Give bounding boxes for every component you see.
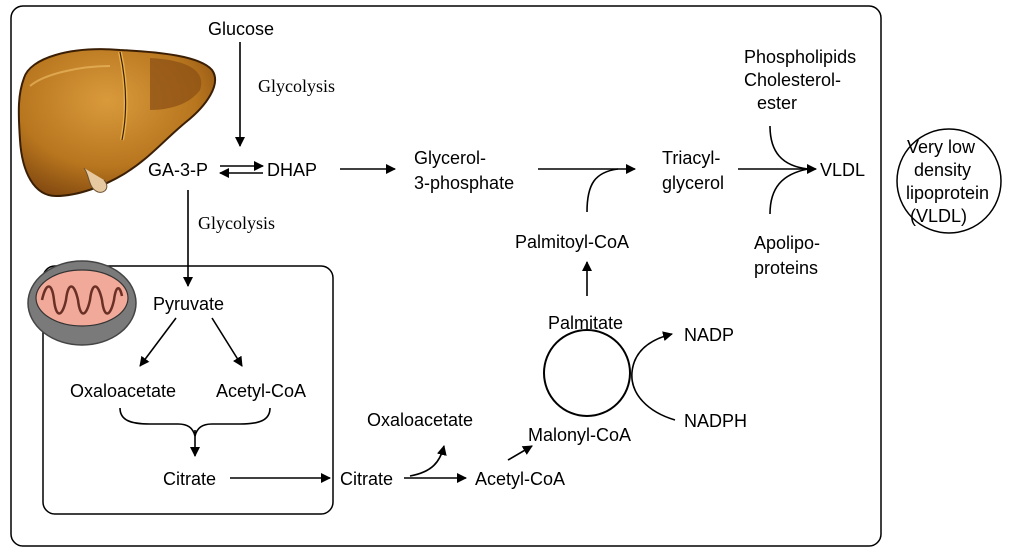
label-oxaloacetate-out: Oxaloacetate [367, 410, 473, 430]
label-malonyl: Malonyl-CoA [528, 425, 631, 445]
label-phospholipids: Phospholipids [744, 47, 856, 67]
label-glucose: Glucose [208, 19, 274, 39]
label-vldl: VLDL [820, 160, 865, 180]
label-triacyl-1: Triacyl- [662, 148, 720, 168]
label-vldl-def-3: lipoprotein [906, 183, 989, 203]
arrow-phospholipids-join [769, 125, 809, 170]
liver-icon [17, 48, 217, 198]
label-dhap: DHAP [267, 160, 317, 180]
mitochondrion-icon [27, 260, 137, 346]
label-vldl-def-2: density [914, 160, 971, 180]
arrow-palmitoyl-join [586, 168, 619, 213]
arrow-pyruvate-acetyl [211, 317, 243, 367]
outer-frame [10, 5, 882, 547]
label-palmitate: Palmitate [548, 313, 623, 333]
label-palmitoyl: Palmitoyl-CoA [515, 232, 629, 252]
label-apolipo-1: Apolipo- [754, 233, 820, 253]
vldl-circle [896, 128, 1002, 234]
label-cholesterol-1: Cholesterol- [744, 70, 841, 90]
label-vldl-def-1: Very low [907, 137, 976, 157]
arrow-nadph-nadp [631, 331, 676, 421]
label-pyruvate: Pyruvate [153, 294, 224, 314]
label-glycolysis-2: Glycolysis [198, 213, 275, 233]
label-glycerol-1: Glycerol- [414, 148, 486, 168]
label-acetyl-in: Acetyl-CoA [216, 381, 306, 401]
label-ga3p: GA-3-P [148, 160, 208, 180]
label-citrate-out: Citrate [340, 469, 393, 489]
label-nadp: NADP [684, 325, 734, 345]
label-cholesterol-2: ester [757, 93, 797, 113]
label-oxaloacetate-in: Oxaloacetate [70, 381, 176, 401]
label-nadph: NADPH [684, 411, 747, 431]
label-glycolysis-1: Glycolysis [258, 76, 335, 96]
label-vldl-def-4: (VLDL) [910, 206, 967, 226]
label-citrate-in: Citrate [163, 469, 216, 489]
label-acetyl-out: Acetyl-CoA [475, 469, 565, 489]
arrow-citrate-oxaloacetate [409, 445, 447, 477]
label-glycerol-2: 3-phosphate [414, 173, 514, 193]
arrow-apolipo-join [769, 168, 809, 215]
label-apolipo-2: proteins [754, 258, 818, 278]
palmitate-cycle [543, 329, 631, 417]
arrow-pyruvate-oxaloacetate [139, 317, 177, 367]
label-triacyl-2: glycerol [662, 173, 724, 193]
arrow-acetyl-malonyl [507, 445, 533, 461]
